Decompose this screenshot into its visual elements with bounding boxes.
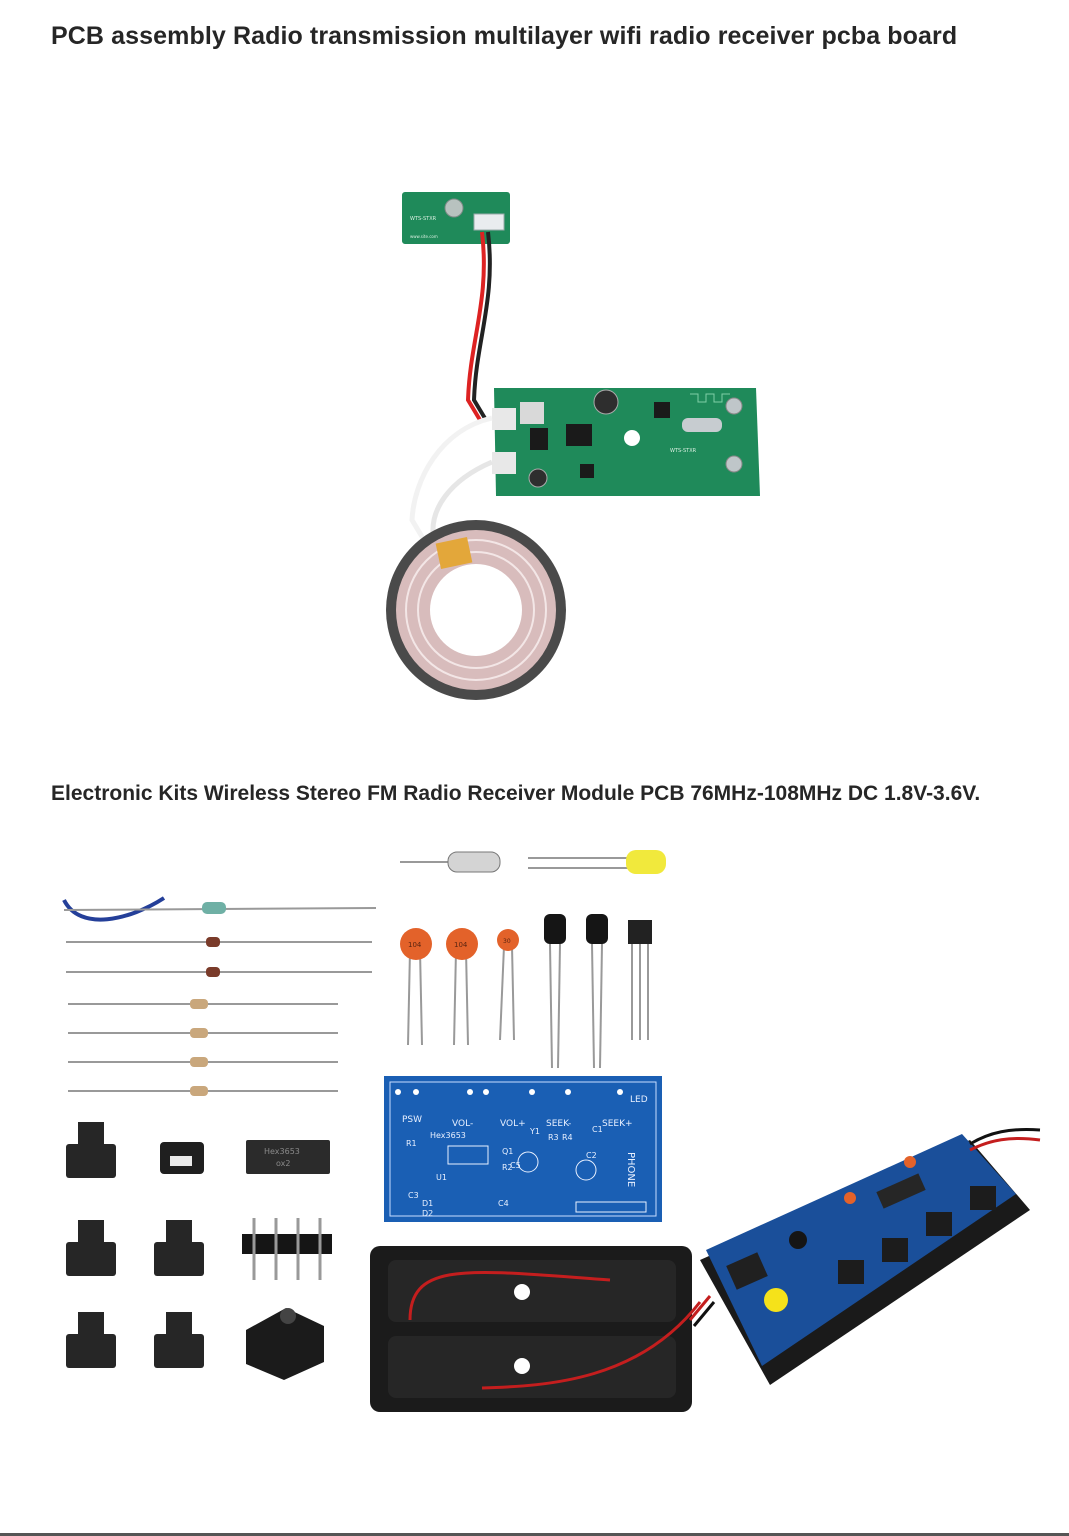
ceramic-capacitors: 104 104 30 <box>400 928 519 1046</box>
battery-holder <box>370 1246 716 1412</box>
assembled-radio <box>700 1128 1041 1385</box>
svg-text:www.site.com: www.site.com <box>410 234 438 239</box>
yellow-led <box>528 850 666 874</box>
charging-coil <box>386 520 566 700</box>
silk-phone: PHONE <box>625 1152 636 1187</box>
page-bottom-divider <box>0 1533 1069 1536</box>
silk-c2: C2 <box>586 1151 597 1160</box>
silk-psw: PSW <box>402 1115 422 1125</box>
silk-vol-minus: VOL- <box>452 1119 473 1129</box>
silk-d1: D1 <box>422 1199 433 1208</box>
page-title: PCB assembly Radio transmission multilay… <box>51 22 958 50</box>
silk-r4: R4 <box>562 1133 573 1142</box>
silk-c4: C4 <box>498 1199 509 1208</box>
wireless-receiver-pcba-photo: WTS-STXR www.site.com WTS-STXR <box>386 192 760 700</box>
silk-c5: C5 <box>510 1161 521 1170</box>
silk-vol-plus: VOL+ <box>500 1119 526 1129</box>
silk-seek-minus: SEEK- <box>546 1119 571 1129</box>
silk-r1: R1 <box>406 1139 417 1148</box>
ic-chip: Hex3653 ox2 <box>246 1140 330 1174</box>
silk-hex3653: Hex3653 <box>430 1131 466 1140</box>
small-sensor-board: WTS-STXR www.site.com <box>402 192 510 244</box>
capacitor-code: 104 <box>408 941 422 949</box>
silk-c3: C3 <box>408 1191 419 1200</box>
ic-marking-line-1: Hex3653 <box>264 1147 300 1156</box>
silk-led: LED <box>630 1095 648 1105</box>
silk-y1: Y1 <box>529 1127 540 1136</box>
pin-headers <box>242 1218 332 1280</box>
main-receiver-board: WTS-STXR <box>492 388 760 496</box>
silk-q1: Q1 <box>502 1147 513 1156</box>
silk-r3: R3 <box>548 1133 559 1142</box>
crystal-oscillator <box>400 851 501 873</box>
silk-seek-plus: SEEK+ <box>602 1119 633 1129</box>
blue-pcb: PSW VOL- VOL+ SEEK- SEEK+ LED PHONE Hex3… <box>384 1076 662 1222</box>
resistors <box>62 896 377 1096</box>
ic-marking-line-2: ox2 <box>276 1159 290 1168</box>
capacitor-code: 104 <box>454 941 468 949</box>
power-switch <box>160 1142 204 1174</box>
svg-text:WTS-STXR: WTS-STXR <box>410 216 437 222</box>
section-title: Electronic Kits Wireless Stereo FM Radio… <box>51 782 981 805</box>
silk-d2: D2 <box>422 1209 433 1218</box>
electrolytic-capacitors <box>544 914 608 1069</box>
capacitor-code: 30 <box>503 938 511 945</box>
fm-radio-kit-photo: 104 104 30 PSW VOL- VOL+ SEEK- SEEK+ LED… <box>62 850 1041 1412</box>
svg-text:WTS-STXR: WTS-STXR <box>670 448 697 454</box>
silk-u1: U1 <box>436 1173 447 1182</box>
silk-c1: C1 <box>592 1125 603 1134</box>
transistor <box>628 920 652 1040</box>
tactile-switches <box>66 1122 204 1368</box>
silk-r2: R2 <box>502 1163 513 1172</box>
audio-jack <box>246 1308 324 1380</box>
